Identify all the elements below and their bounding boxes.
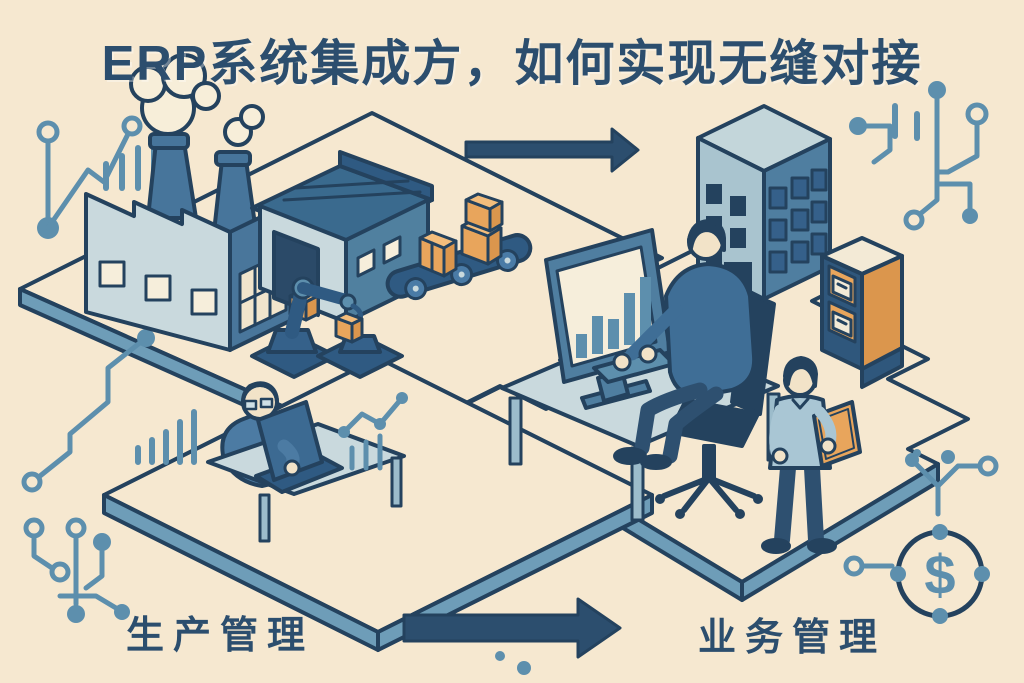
label-production-management: 生产管理 <box>126 615 315 657</box>
box-icon <box>464 192 504 233</box>
shoe <box>613 447 647 465</box>
dollar-coin-icon: $ <box>843 453 999 624</box>
smoke-icon <box>129 53 265 147</box>
platform-edge <box>376 493 654 652</box>
circuit-trace-icon <box>849 81 989 231</box>
hand <box>771 447 789 465</box>
shoe <box>807 538 837 554</box>
storage-shelf-icon <box>820 236 904 389</box>
dollar-glyph: $ <box>924 543 955 606</box>
worker-hair <box>687 219 726 252</box>
circuit-trace-icon <box>23 517 130 623</box>
shoe <box>761 538 791 554</box>
glasses-icon <box>259 397 274 409</box>
box-icon <box>831 274 853 302</box>
platform-edge <box>740 462 940 602</box>
arrow-right-icon <box>402 597 622 659</box>
worker-body <box>664 262 757 398</box>
page-title: ERP系统集成方，如何实现无缝对接 <box>101 37 923 91</box>
conveyor-icon <box>385 192 533 301</box>
box-icon <box>334 311 364 344</box>
hand <box>612 352 632 372</box>
circuit-trace-icon <box>21 329 155 493</box>
warehouse-window <box>382 235 402 265</box>
monitor-bar-chart-icon <box>576 277 651 358</box>
worker-hair <box>783 356 818 388</box>
mini-bar-chart-icon <box>135 409 197 465</box>
shoe <box>640 454 672 470</box>
clipboard-worker <box>761 356 862 554</box>
dot-decoration <box>495 449 955 675</box>
desk-worker <box>612 219 757 470</box>
hand <box>819 437 837 455</box>
glasses-icon <box>243 399 258 411</box>
building-windows <box>768 168 828 274</box>
worker-hair <box>241 381 279 404</box>
box-icon <box>418 230 458 278</box>
factory-window <box>98 260 126 288</box>
hand <box>638 344 658 364</box>
box-icon <box>831 310 853 338</box>
factory-window <box>190 288 218 316</box>
factory-window <box>144 274 172 302</box>
laptop-screen <box>256 400 324 482</box>
warehouse-window <box>356 248 376 278</box>
arrow-right-icon <box>464 127 640 173</box>
chimney-icon <box>146 140 198 220</box>
robot-arm-icon <box>250 276 404 379</box>
mini-line-chart-icon <box>338 392 408 471</box>
laptop-worker <box>135 381 408 543</box>
label-business-management: 业务管理 <box>698 617 887 659</box>
hand <box>283 459 301 477</box>
